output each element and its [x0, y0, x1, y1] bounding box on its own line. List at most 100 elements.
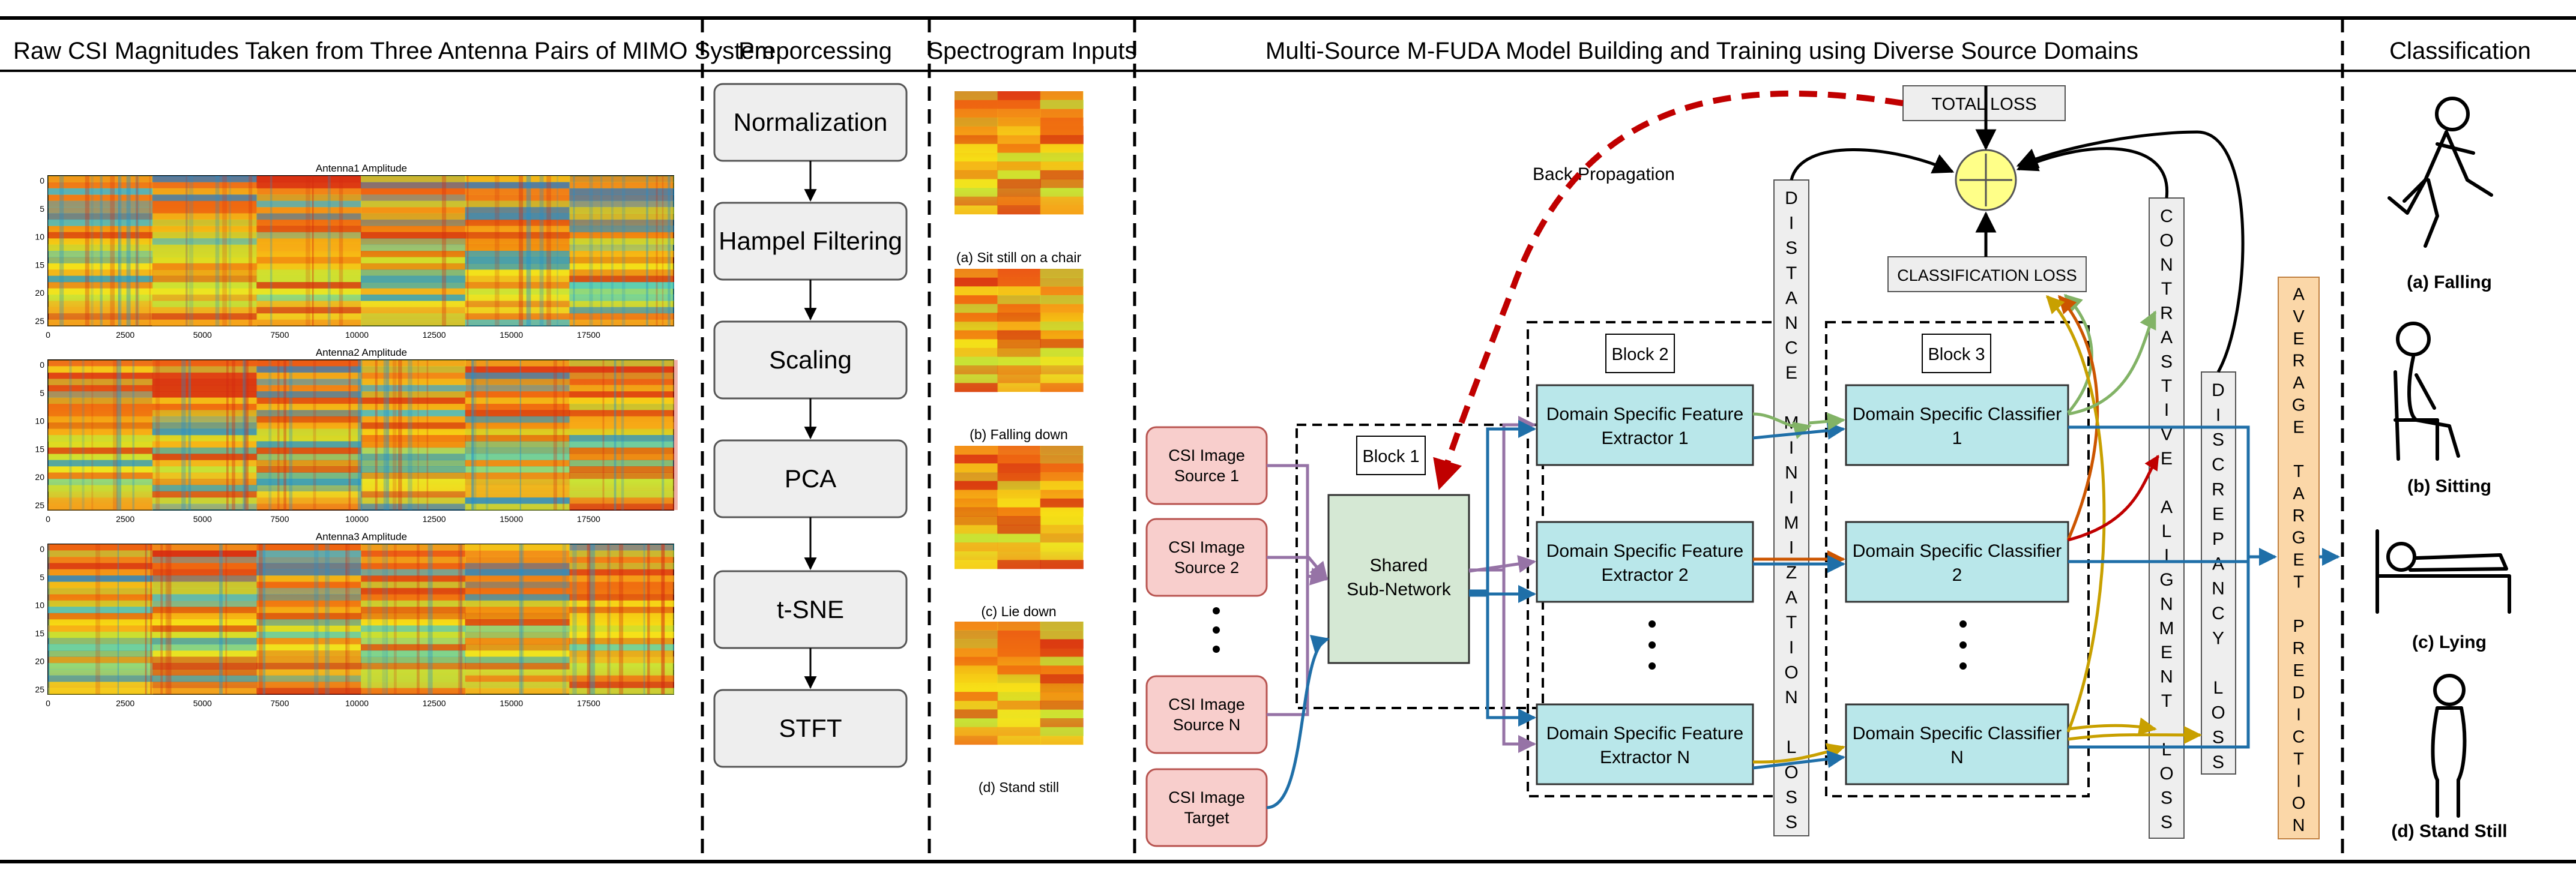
heat-band: [256, 301, 361, 308]
heat-band: [997, 674, 1041, 683]
section-title-model: Multi-Source M-FUDA Model Building and T…: [1265, 38, 2138, 64]
heat-band: [152, 472, 258, 479]
heat-band: [569, 441, 674, 448]
heat-band: [48, 625, 153, 632]
heat-band: [256, 619, 361, 626]
heat-striation: [242, 360, 247, 510]
heat-band: [569, 194, 674, 202]
heat-band: [465, 688, 570, 695]
heat-band: [48, 688, 153, 695]
input-label: CSI Image: [1168, 538, 1245, 556]
heat-band: [256, 360, 361, 367]
heat-band: [955, 286, 998, 296]
heat-band: [1040, 472, 1084, 482]
heat-band: [361, 213, 466, 220]
heat-band: [361, 656, 466, 664]
heat-band: [256, 188, 361, 195]
heat-band: [1040, 674, 1084, 683]
heat-band: [1040, 321, 1084, 331]
classifier-to-loss-arrows: [2045, 293, 2202, 744]
heat-striation: [69, 360, 72, 510]
heat-band: [152, 319, 258, 326]
heat-band: [955, 356, 998, 366]
heat-striation: [660, 544, 665, 694]
heat-band: [256, 176, 361, 182]
heat-band: [569, 460, 674, 467]
heat-band: [997, 277, 1041, 287]
heat-band: [955, 481, 998, 490]
heat-band: [152, 581, 258, 589]
heat-band: [361, 619, 466, 626]
heat-striation: [110, 176, 115, 326]
heat-band: [465, 497, 570, 505]
heat-band: [955, 542, 998, 552]
heat-band: [256, 491, 361, 498]
heat-band: [256, 575, 361, 582]
heat-band: [152, 600, 258, 607]
heat-band: [361, 644, 466, 651]
heat-band: [48, 213, 153, 220]
input-arrows: [1266, 464, 1330, 809]
heat-band: [955, 339, 998, 349]
heat-band: [48, 288, 153, 295]
heat-band: [48, 226, 153, 233]
heat-band: [1040, 339, 1084, 349]
heat-band: [1040, 313, 1084, 322]
heat-striation: [283, 360, 286, 510]
heat-band: [955, 454, 998, 464]
heat-band: [1040, 639, 1084, 649]
preprocessing-flow: Normalization Hampel Filtering Scaling P…: [713, 83, 908, 768]
heat-band: [152, 391, 258, 398]
heat-band: [48, 188, 153, 195]
heat-band: [48, 372, 153, 379]
heat-striation: [243, 360, 246, 510]
heat-striation: [386, 544, 388, 694]
heat-band: [48, 575, 153, 582]
standing-person-icon: [2431, 674, 2467, 818]
heat-striation: [244, 360, 249, 510]
heat-band: [361, 631, 466, 638]
heat-band: [361, 491, 466, 498]
heat-band: [1040, 647, 1084, 658]
heat-striation: [614, 360, 617, 510]
heat-band: [152, 275, 258, 283]
heat-band: [465, 213, 570, 220]
heat-band: [997, 205, 1041, 215]
heat-striation: [602, 360, 605, 510]
heat-band: [569, 313, 674, 320]
step-label: Hampel Filtering: [719, 227, 902, 255]
heat-band: [955, 498, 998, 508]
heat-band: [48, 200, 153, 208]
heat-band: [48, 238, 153, 245]
heatmap-x-tick: 12500: [423, 514, 446, 524]
heat-band: [256, 656, 361, 664]
heat-band: [361, 454, 466, 461]
heat-band: [361, 232, 466, 239]
heat-band: [256, 447, 361, 454]
heatmap-y-tick: 0: [40, 360, 44, 370]
heat-band: [1040, 365, 1084, 375]
heat-band: [256, 497, 361, 505]
heat-band: [465, 200, 570, 208]
spectrogram-caption: (b) Falling down: [970, 427, 1068, 442]
heat-band: [256, 503, 361, 511]
heat-striation: [367, 544, 372, 694]
heat-band: [152, 428, 258, 436]
heat-band: [1040, 304, 1084, 313]
heat-band: [48, 682, 153, 689]
heat-band: [152, 569, 258, 576]
extractor-label: Domain Specific Feature: [1546, 404, 1743, 424]
heatmap-x-tick: 15000: [499, 514, 523, 524]
heat-band: [955, 347, 998, 357]
heat-band: [955, 446, 998, 455]
heat-band: [1040, 295, 1084, 305]
heat-striation: [189, 176, 194, 326]
heat-band: [955, 117, 998, 127]
heatmap-y-tick: 0: [40, 176, 44, 185]
heat-band: [465, 650, 570, 657]
heatmap-y-tick: 25: [35, 316, 44, 326]
heatmap-x-tick: 15000: [499, 698, 523, 708]
heat-band: [48, 454, 153, 461]
heat-striation: [100, 176, 103, 326]
